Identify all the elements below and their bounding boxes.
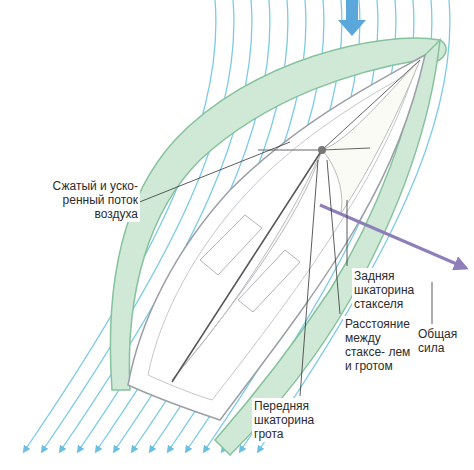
part-label: Задняя шкаторина стакселя (352, 268, 430, 312)
hull (128, 55, 425, 420)
mast (318, 146, 326, 154)
shroud (322, 148, 370, 150)
wind-arrow (338, 0, 366, 36)
seat (200, 215, 262, 275)
shroud (258, 150, 322, 151)
callout-text: Сжатый и уско- ренный поток воздуха (14, 178, 140, 222)
leader-line (327, 160, 340, 314)
leader-line (300, 160, 318, 396)
force-arrow (320, 205, 466, 268)
leader-line (347, 200, 348, 266)
part-label: Расстояние между стаксе- лем и гротом (343, 316, 421, 374)
boom (172, 150, 322, 382)
jib-sail (322, 60, 420, 215)
leader-line (137, 142, 290, 203)
force-label: Общая сила (416, 326, 470, 356)
forestay (322, 60, 420, 150)
leader-line (432, 282, 433, 324)
part-label: Передняя шкаторина грота (252, 398, 340, 442)
